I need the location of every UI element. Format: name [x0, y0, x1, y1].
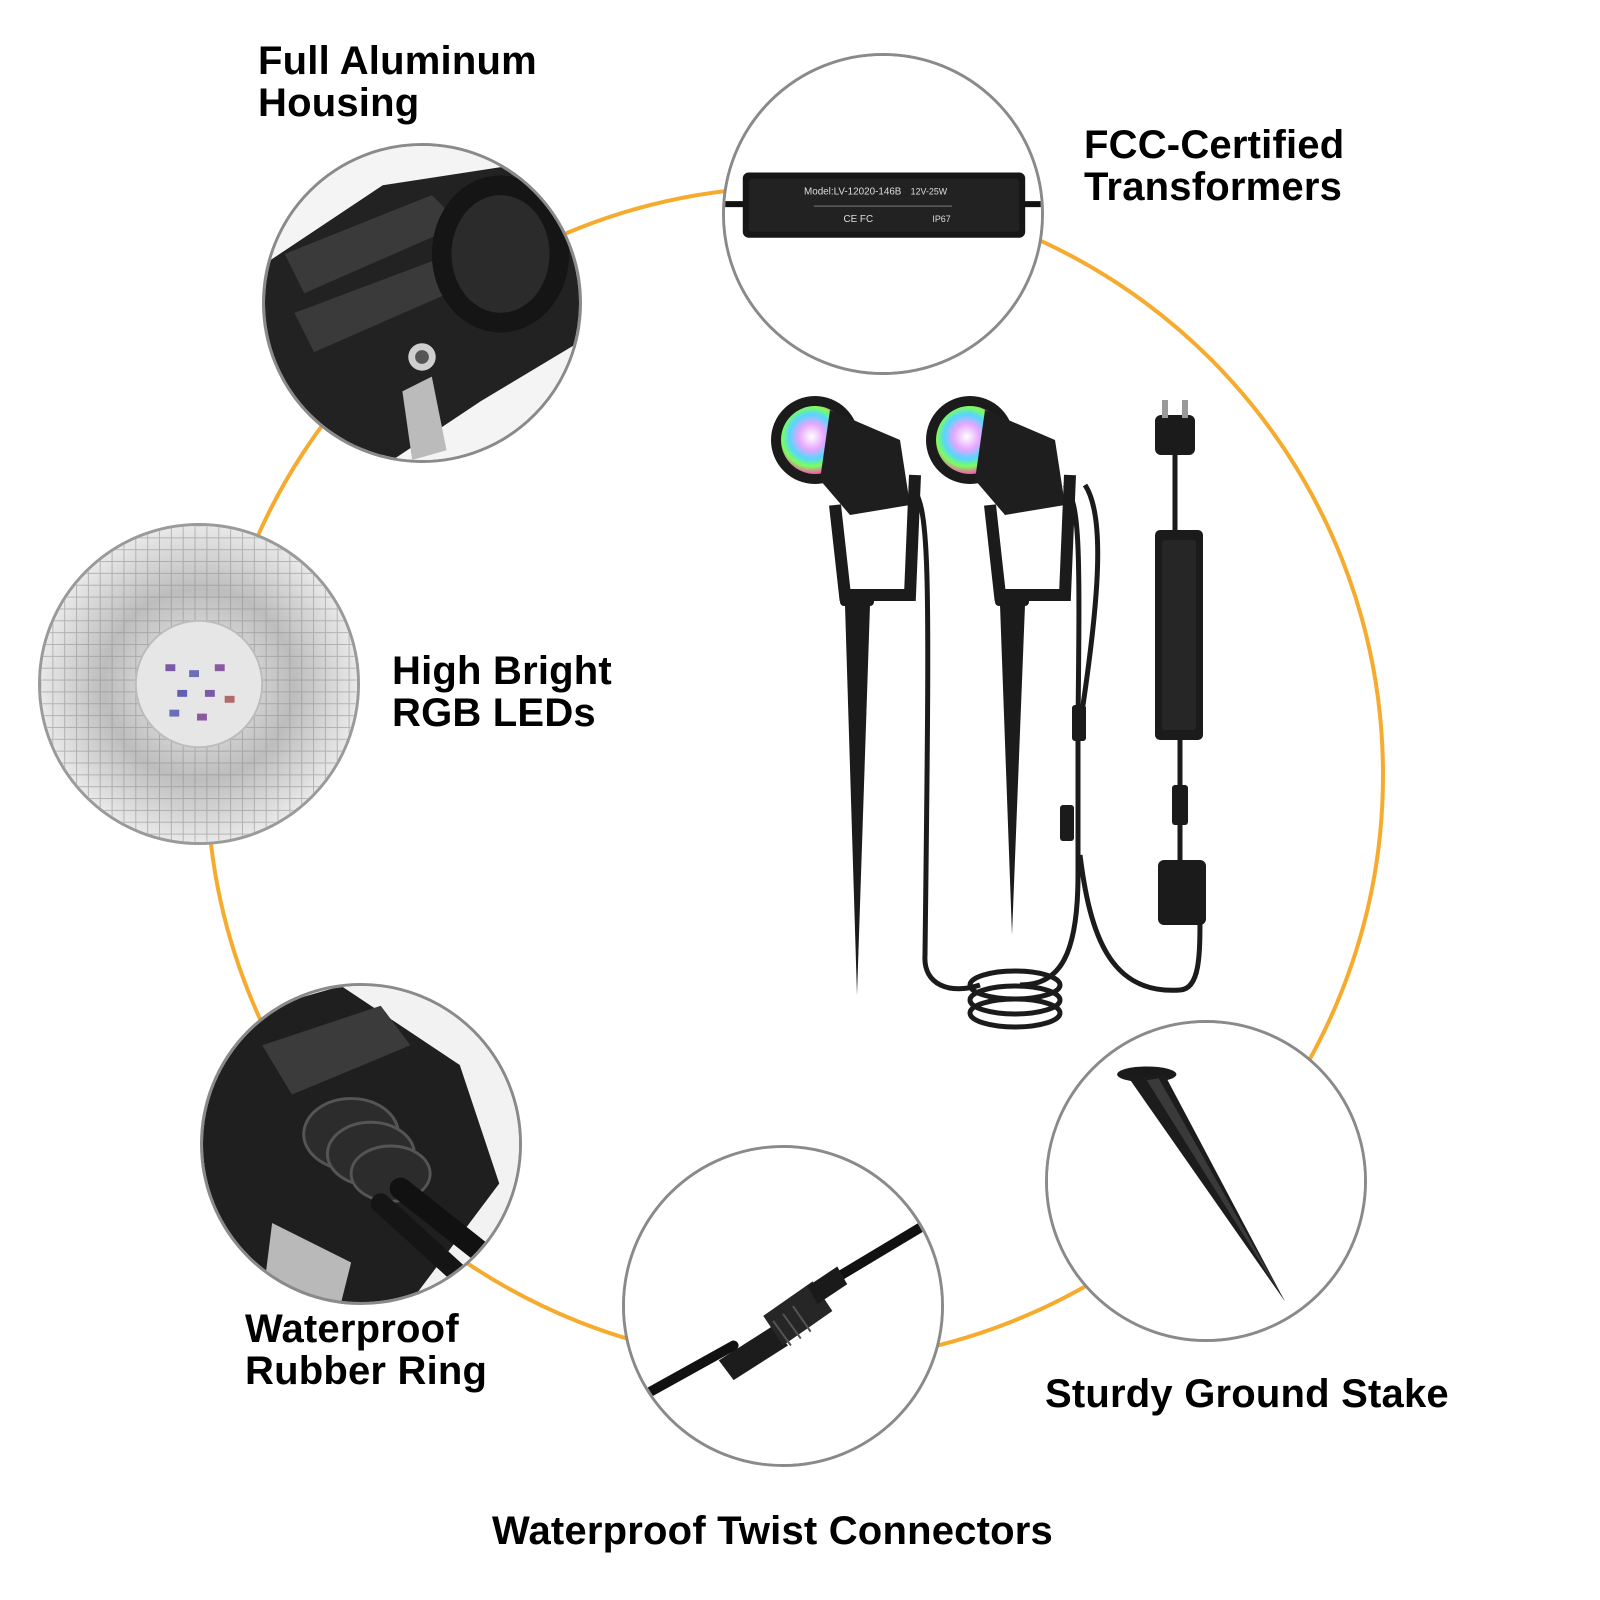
- twist-connector-closeup-circle: [622, 1145, 944, 1467]
- label-high-bright-rgb-leds: High Bright RGB LEDs: [392, 649, 612, 735]
- transformer-with-plug: [1155, 400, 1206, 925]
- transformer-closeup-circle: Model:LV-12020-146B 12V-25W CE FC IP67: [722, 53, 1044, 375]
- spotlight-kit-icon: [771, 396, 1206, 1030]
- twist-connector-closeup-icon: [625, 1148, 941, 1464]
- label-waterproof-twist-connectors: Waterproof Twist Connectors: [492, 1509, 1053, 1553]
- spotlight-left: [771, 396, 981, 995]
- transformer-ip-text: IP67: [932, 214, 950, 224]
- product-kit-image: [760, 395, 1280, 1055]
- ground-stake-closeup-icon: [1048, 1023, 1364, 1339]
- led-reflector-closeup-icon: [41, 526, 357, 842]
- transformer-closeup-icon: Model:LV-12020-146B 12V-25W CE FC IP67: [725, 56, 1041, 372]
- housing-closeup-icon: [265, 146, 579, 460]
- label-full-aluminum-housing: Full Aluminum Housing: [258, 39, 537, 125]
- label-fcc-certified-transformers: FCC-Certified Transformers: [1084, 123, 1345, 209]
- rubber-ring-closeup-icon: [203, 986, 519, 1302]
- label-waterproof-rubber-ring: Waterproof Rubber Ring: [245, 1307, 488, 1393]
- transformer-marks-text: CE FC: [844, 214, 874, 225]
- ground-stake-closeup-circle: [1045, 1020, 1367, 1342]
- transformer-model-text: Model:LV-12020-146B: [804, 186, 902, 197]
- housing-closeup-circle: [262, 143, 582, 463]
- rubber-ring-closeup-circle: [200, 983, 522, 1305]
- label-sturdy-ground-stake: Sturdy Ground Stake: [1045, 1372, 1449, 1416]
- spotlight-right: [926, 396, 1082, 988]
- led-reflector-closeup-circle: [38, 523, 360, 845]
- transformer-rating-text: 12V-25W: [911, 186, 948, 196]
